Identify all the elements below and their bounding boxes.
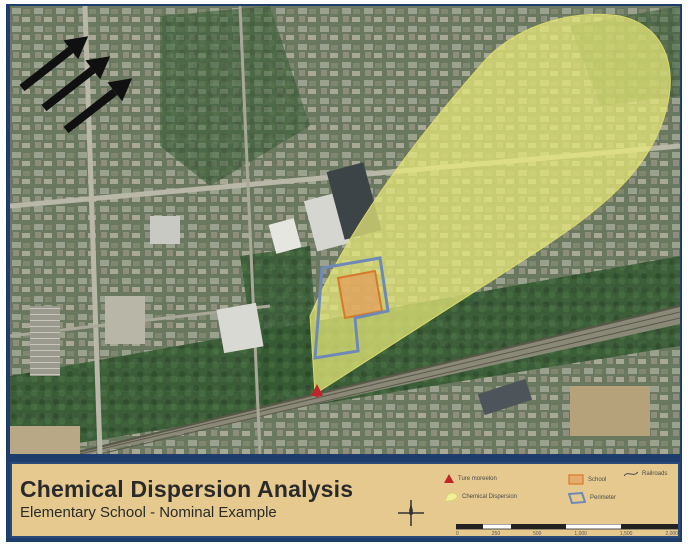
rail-line-icon: [624, 471, 638, 477]
map-subtitle: Elementary School - Nominal Example: [20, 504, 277, 521]
aerial-map[interactable]: [10, 6, 680, 454]
perimeter-swatch-icon: [568, 492, 586, 504]
school-perimeter: [313, 256, 390, 360]
legend-item-release: Ture moreelon: [444, 474, 497, 483]
school-parcel: [336, 269, 384, 320]
map-title: Chemical Dispersion Analysis: [20, 476, 354, 502]
school-swatch-icon: [568, 474, 584, 485]
legend-item-perimeter: Perimeter: [568, 492, 616, 504]
legend-item-plume: Chemical Dispersion: [444, 492, 517, 502]
wind-direction-arrow-icon: [19, 36, 133, 134]
red-triangle-icon: [444, 474, 454, 483]
compass-rose-icon: [398, 500, 424, 526]
scale-bar: [456, 524, 678, 530]
map-canvas: [10, 6, 680, 454]
scale-bar-labels: 0 250 500 1,000 1,500 2,000: [456, 531, 678, 537]
chemical-dispersion-plume: [309, 13, 671, 395]
legend-item-school: School: [568, 474, 606, 485]
legend-panel: Chemical Dispersion Analysis Elementary …: [10, 462, 680, 538]
legend-item-railroads: Railroads: [624, 470, 667, 478]
plume-swatch-icon: [444, 492, 458, 502]
